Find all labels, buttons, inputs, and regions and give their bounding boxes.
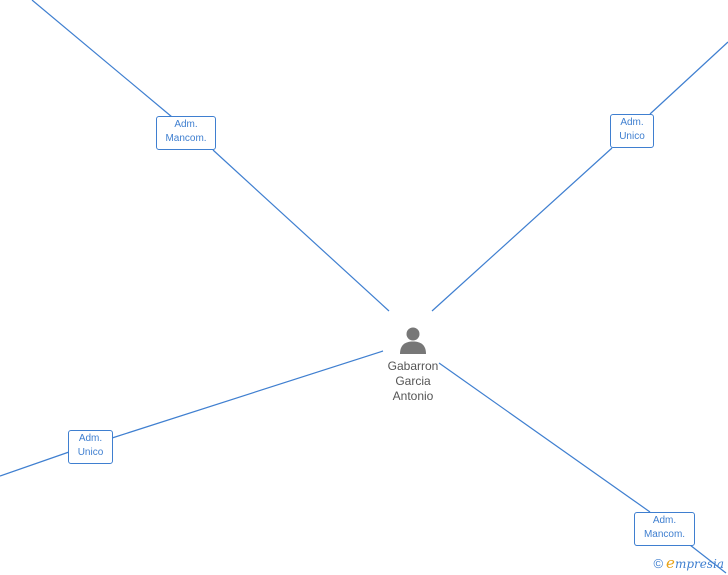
person-name-line3: Antonio	[392, 389, 434, 403]
edge-top-right-outer	[649, 41, 728, 115]
brand-logo-initial: e	[666, 554, 675, 572]
role-label-line1: Adm.	[620, 117, 644, 128]
role-box-bottom-right[interactable]: Adm. Mancom.	[634, 512, 695, 546]
role-label-line2: Mancom.	[643, 529, 686, 540]
edge-bottom-left-outer	[0, 451, 70, 477]
role-label-line1: Adm.	[652, 515, 677, 526]
role-box-top-right[interactable]: Adm. Unico	[610, 114, 654, 148]
person-name-line1: Gabarron	[387, 359, 439, 373]
person-node[interactable]: Gabarron Garcia Antonio	[373, 325, 453, 404]
edge-bottom-right-inner	[438, 362, 651, 513]
brand-footer: ©empresia	[653, 554, 724, 572]
edge-bottom-right-outer	[689, 544, 727, 574]
edge-top-left-inner	[212, 149, 390, 312]
role-box-bottom-left[interactable]: Adm. Unico	[68, 430, 113, 464]
role-label-line1: Adm.	[174, 119, 198, 130]
role-label-line2: Unico	[619, 131, 645, 142]
person-icon	[400, 327, 426, 354]
role-label-line2: Mancom.	[165, 133, 207, 144]
role-label-line1: Adm.	[78, 433, 103, 444]
edge-top-right-inner	[431, 147, 613, 312]
edge-top-left-outer	[31, 0, 173, 118]
copyright-icon: ©	[653, 556, 664, 571]
edge-bottom-left-inner	[111, 350, 384, 439]
person-name-line2: Garcia	[395, 374, 431, 388]
role-box-top-left[interactable]: Adm. Mancom.	[156, 116, 216, 150]
brand-logo-text: mpresia	[674, 557, 724, 571]
role-label-line2: Unico	[77, 447, 104, 458]
